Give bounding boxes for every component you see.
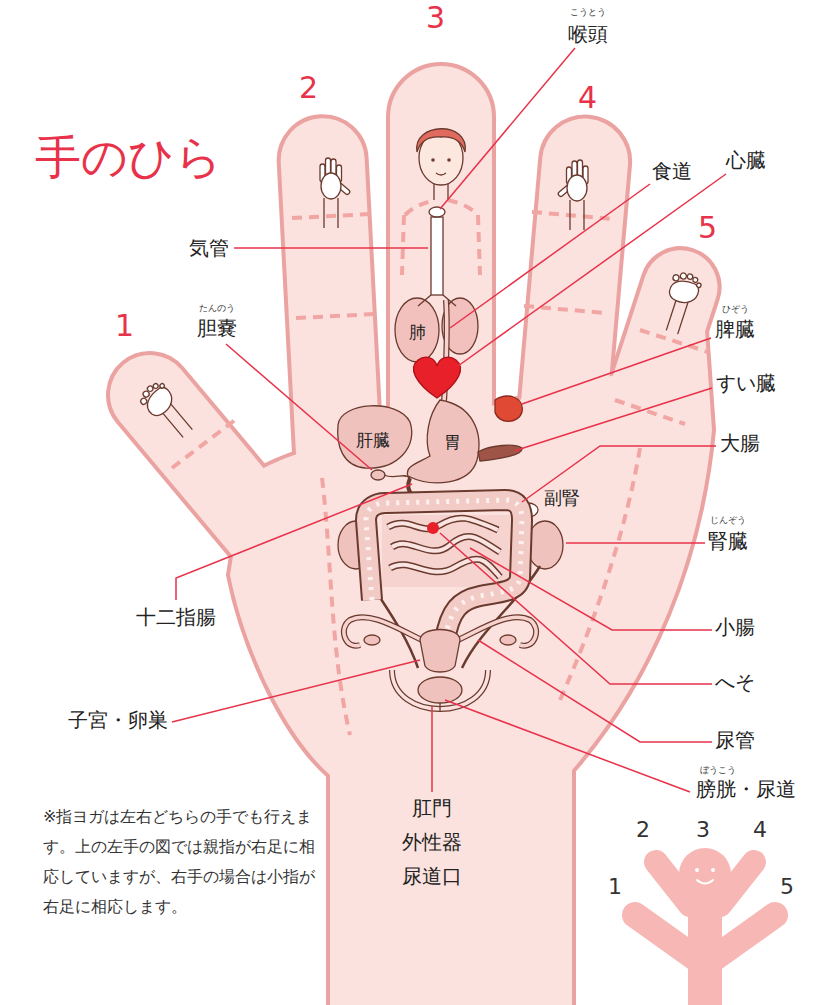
organ-label: 子宮・卵巣 bbox=[68, 708, 168, 732]
organ-label: 食道 bbox=[652, 159, 692, 183]
organ-label: 心臓 bbox=[726, 148, 766, 172]
organ-label: 胃 bbox=[444, 432, 461, 452]
organ-label: 尿管 bbox=[715, 728, 755, 752]
finger-number: 3 bbox=[426, 0, 445, 36]
finger-number: 2 bbox=[299, 70, 318, 106]
figure-number: 4 bbox=[753, 817, 767, 843]
figure-number: 3 bbox=[696, 817, 710, 843]
body-figure bbox=[635, 848, 775, 1005]
furigana: たんのう bbox=[199, 303, 235, 314]
furigana: ぼうこう bbox=[700, 765, 736, 776]
figure-number: 5 bbox=[780, 874, 794, 900]
finger-number: 1 bbox=[115, 308, 134, 344]
organ-label: 胆嚢 bbox=[197, 316, 237, 340]
leader-lines bbox=[172, 48, 726, 792]
organ-label: 肺 bbox=[409, 322, 426, 342]
furigana: じんぞう bbox=[710, 515, 746, 526]
organ-label: 大腸 bbox=[720, 431, 760, 455]
joint-lines bbox=[172, 200, 708, 735]
organs bbox=[338, 207, 563, 712]
figure-number: 2 bbox=[636, 817, 650, 843]
organ-label: すい臓 bbox=[716, 371, 776, 395]
organ-label: 喉頭 bbox=[568, 22, 608, 46]
furigana: こうとう bbox=[570, 7, 606, 18]
person-head bbox=[417, 129, 466, 200]
organ-label: 小腸 bbox=[715, 615, 755, 639]
figure-number: 1 bbox=[608, 874, 622, 900]
finger-number: 5 bbox=[698, 210, 717, 246]
organ-label: 肛門 bbox=[412, 796, 452, 820]
furigana: ひぞう bbox=[722, 304, 749, 315]
organ-label: 十二指腸 bbox=[136, 605, 216, 629]
organ-label: 肝臓 bbox=[356, 430, 390, 450]
organ-label: 膀胱・尿道 bbox=[696, 777, 796, 801]
organ-label: 気管 bbox=[189, 236, 229, 260]
finger-number: 4 bbox=[578, 80, 597, 116]
organ-label: 副腎 bbox=[544, 487, 580, 509]
organ-label: 外性器 bbox=[402, 830, 462, 854]
organ-label: 脾臓 bbox=[715, 317, 755, 341]
organ-label: 尿道口 bbox=[402, 864, 462, 888]
title: 手のひら bbox=[35, 130, 222, 185]
organ-label: 腎臓 bbox=[708, 529, 748, 553]
note: ※指ヨガは左右どちらの手でも行えます。上の左手の図では親指が右足に相応しています… bbox=[43, 802, 325, 922]
organ-label: へそ bbox=[715, 670, 755, 694]
